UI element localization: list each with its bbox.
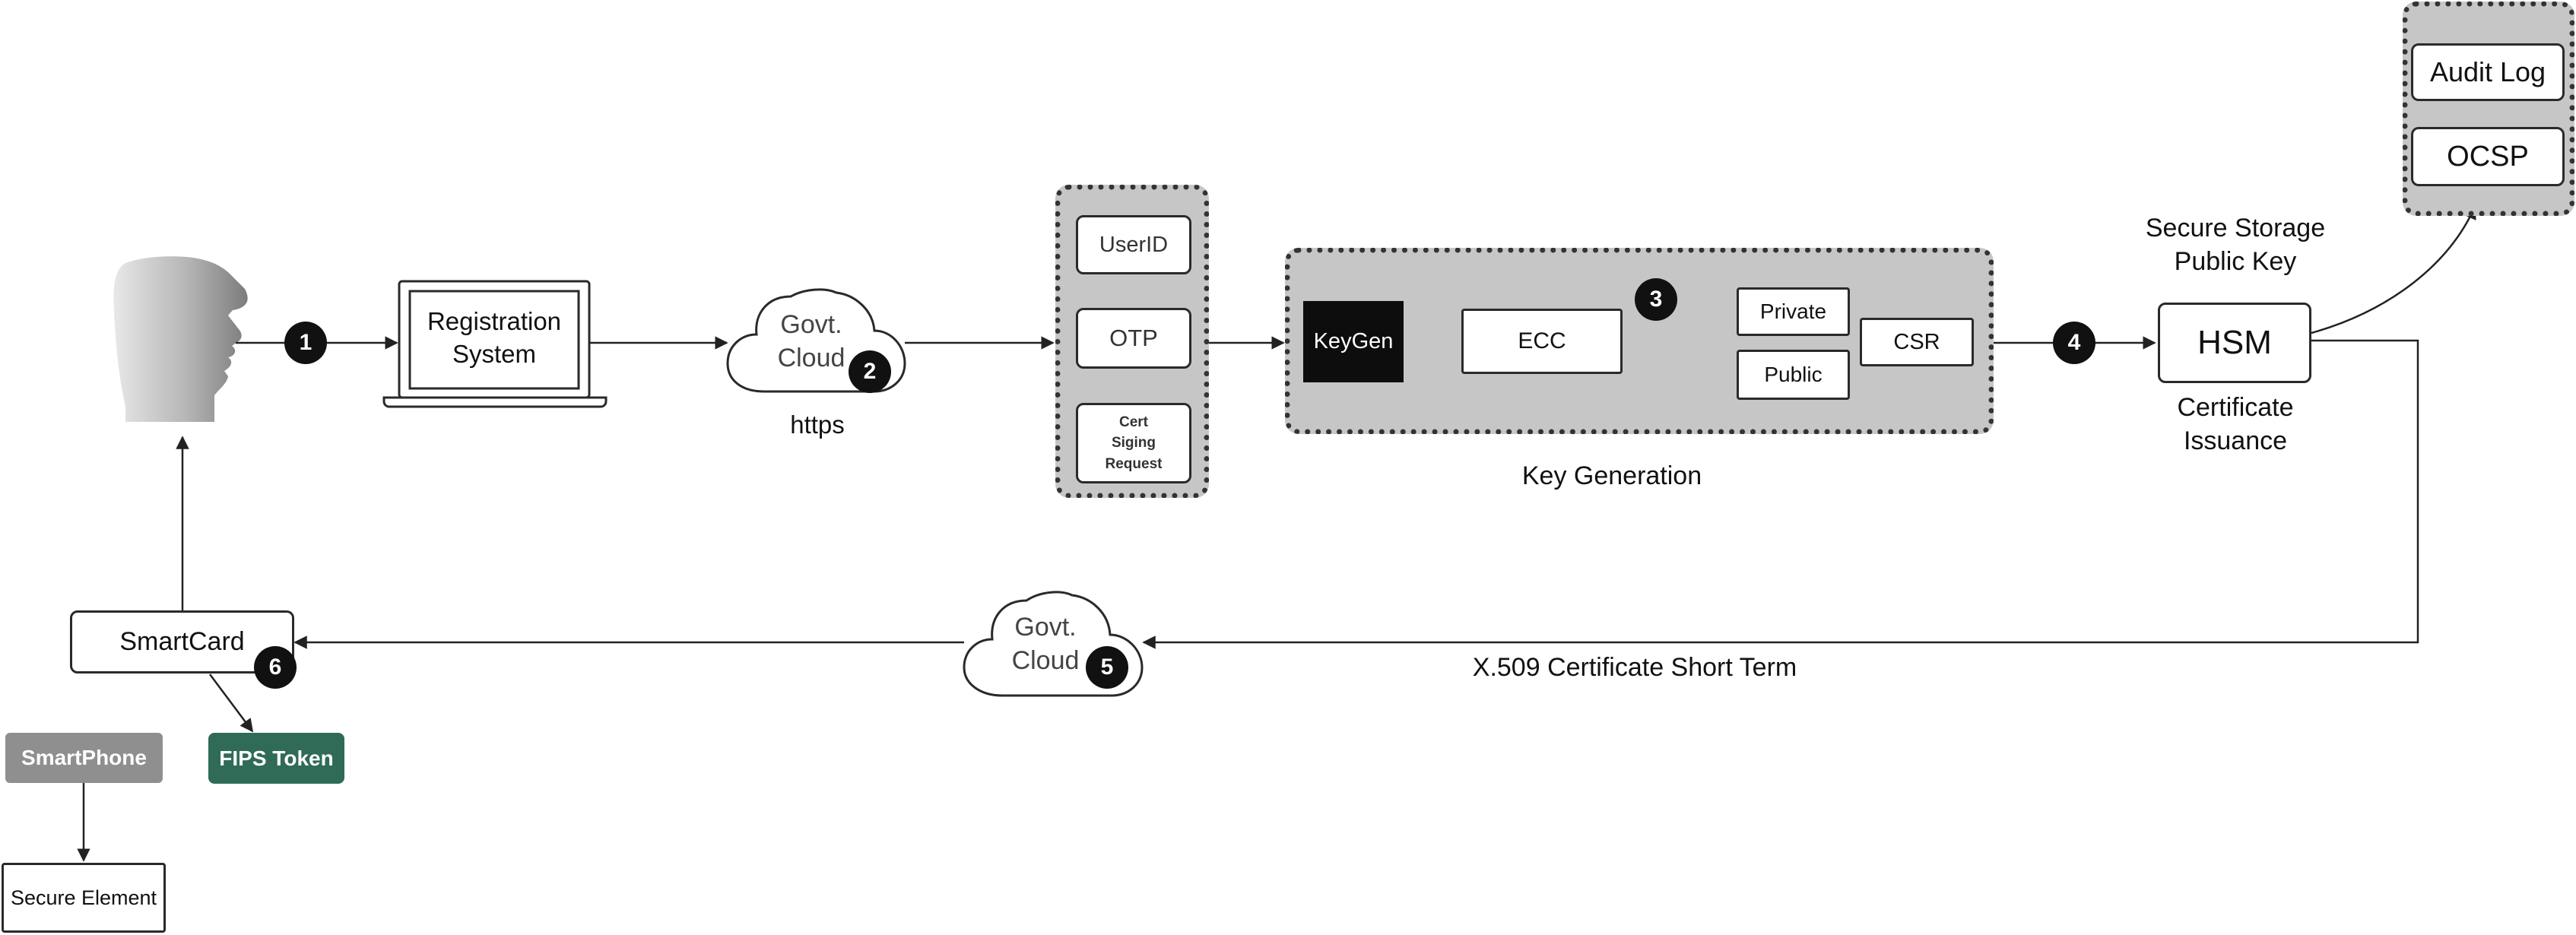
secure-element-box: Secure Element [2,863,166,933]
keygen-box: KeyGen [1303,301,1404,382]
https-label: https [790,410,845,439]
laptop-inner-screen [408,290,580,390]
registration-system-label: Registration System [427,307,562,368]
userid-box: UserID [1076,215,1191,274]
public-key-box: Public [1737,350,1850,400]
person-head-icon [113,256,248,422]
laptop-base [382,396,608,408]
secure-storage-label: Secure Storage Public Key [2145,214,2326,277]
smartphone-box: SmartPhone [5,733,163,783]
certificate-issuance-label: Certificate Issuance [2177,393,2294,456]
ecc-box: ECC [1461,309,1623,374]
arrow-smartcard-to-fips [208,674,254,733]
cloud-bottom-label: Govt. Cloud [1011,613,1080,676]
arrow-hsm-to-audit-panel [2311,205,2476,334]
fips-token-box: FIPS Token [208,733,344,784]
audit-log-box: Audit Log [2411,43,2565,101]
step-badge-3: 3 [1635,278,1677,321]
arrow-hsm-to-cloud-bottom [1142,339,2419,649]
private-key-box: Private [1737,287,1850,336]
step-badge-2: 2 [849,350,891,393]
step-badge-5: 5 [1086,646,1128,689]
cloud-top-label: Govt. Cloud [777,310,845,373]
otp-box: OTP [1076,308,1191,369]
key-generation-label: Key Generation [1521,461,1702,490]
cert-signing-request-box: Cert Siging Request [1076,403,1191,483]
step-badge-6: 6 [254,646,297,689]
hsm-box: HSM [2158,303,2311,383]
ocsp-box: OCSP [2411,127,2565,186]
step-badge-1: 1 [284,322,327,364]
step-badge-4: 4 [2053,322,2095,364]
x509-certificate-label: X.509 Certificate Short Term [1472,653,1797,682]
csr-box: CSR [1860,318,1974,366]
